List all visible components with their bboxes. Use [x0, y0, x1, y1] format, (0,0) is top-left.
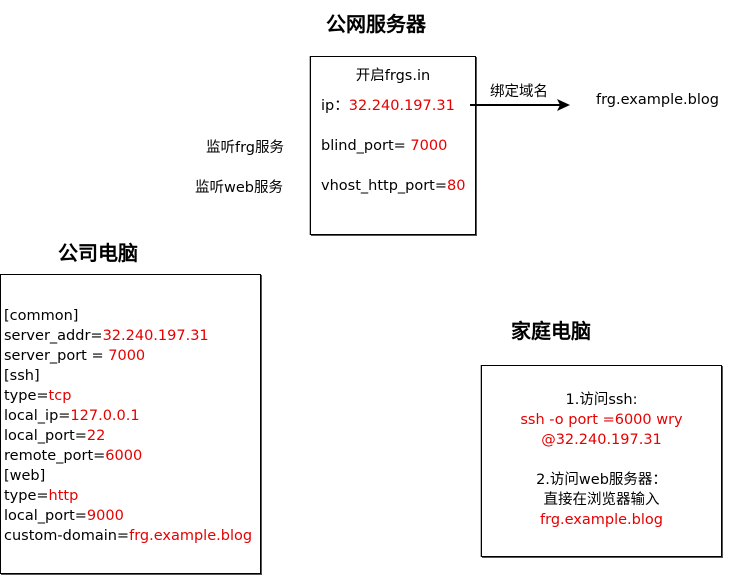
config-key: remote_port= — [4, 448, 106, 464]
public-server-box — [310, 56, 476, 235]
label-listen-frg: 监听frg服务 — [206, 140, 285, 156]
company-pc-box — [0, 274, 261, 574]
config-key: server_port = — [4, 348, 109, 364]
config-line: [web] — [4, 466, 45, 486]
config-value: tcp — [48, 388, 72, 404]
config-line: local_port=22 — [4, 426, 105, 446]
config-key: type= — [4, 388, 49, 404]
config-key: [common] — [4, 308, 79, 324]
config-value: 9000 — [86, 508, 124, 524]
config-line: [ssh] — [4, 366, 40, 386]
home-ssh-heading: 1.访问ssh: — [565, 392, 638, 408]
config-key: [web] — [4, 468, 46, 484]
label-listen-web: 监听web服务 — [195, 180, 283, 196]
home-web-heading: 2.访问web服务器： — [536, 472, 667, 488]
public-server-bind-port-row: blind_port= 7000 — [321, 136, 447, 156]
config-line: custom-domain=frg.example.blog — [4, 526, 252, 546]
vhost-value: 80 — [447, 178, 466, 194]
home-web-url: frg.example.blog — [540, 512, 663, 528]
config-key: custom-domain= — [4, 528, 130, 544]
home-ssh-cmd-2: @32.240.197.31 — [541, 432, 662, 448]
config-value: 7000 — [108, 348, 146, 364]
config-key: type= — [4, 488, 49, 504]
public-server-vhost-row: vhost_http_port=80 — [321, 176, 465, 196]
config-value: http — [48, 488, 79, 504]
bind-port-value: 7000 — [405, 138, 448, 154]
public-server-title: 公网服务器 — [326, 12, 426, 36]
home-ssh-cmd-1: ssh -o port =6000 wry — [520, 412, 683, 428]
home-pc-title: 家庭电脑 — [511, 319, 591, 343]
bind-port-key: blind_port= — [321, 138, 406, 154]
company-pc-title: 公司电脑 — [58, 241, 138, 265]
arrow-label: 绑定域名 — [490, 84, 548, 100]
home-pc-box — [481, 365, 722, 557]
config-line: type=http — [4, 486, 78, 506]
config-key: [ssh] — [4, 368, 40, 384]
config-line: local_ip=127.0.0.1 — [4, 406, 140, 426]
ip-value: 32.240.197.31 — [348, 98, 455, 114]
public-server-ip-row: ip：32.240.197.31 — [321, 96, 455, 116]
config-line: local_port=9000 — [4, 506, 124, 526]
ip-key: ip： — [321, 98, 349, 114]
home-web-hint: 直接在浏览器输入 — [543, 492, 660, 508]
config-line: [common] — [4, 306, 78, 326]
public-server-box-title: 开启frgs.in — [355, 68, 431, 84]
config-value: 6000 — [105, 448, 143, 464]
config-key: local_ip= — [4, 408, 71, 424]
config-value: frg.example.blog — [129, 528, 253, 544]
config-line: remote_port=6000 — [4, 446, 142, 466]
arrow-target-domain: frg.example.blog — [596, 92, 719, 108]
vhost-key: vhost_http_port= — [321, 178, 448, 194]
config-key: local_port= — [4, 508, 87, 524]
config-value: 22 — [86, 428, 106, 444]
config-line: server_port = 7000 — [4, 346, 145, 366]
config-line: server_addr=32.240.197.31 — [4, 326, 209, 346]
config-key: server_addr= — [4, 328, 103, 344]
config-key: local_port= — [4, 428, 87, 444]
config-line: type=tcp — [4, 386, 71, 406]
config-value: 32.240.197.31 — [102, 328, 209, 344]
config-value: 127.0.0.1 — [70, 408, 140, 424]
